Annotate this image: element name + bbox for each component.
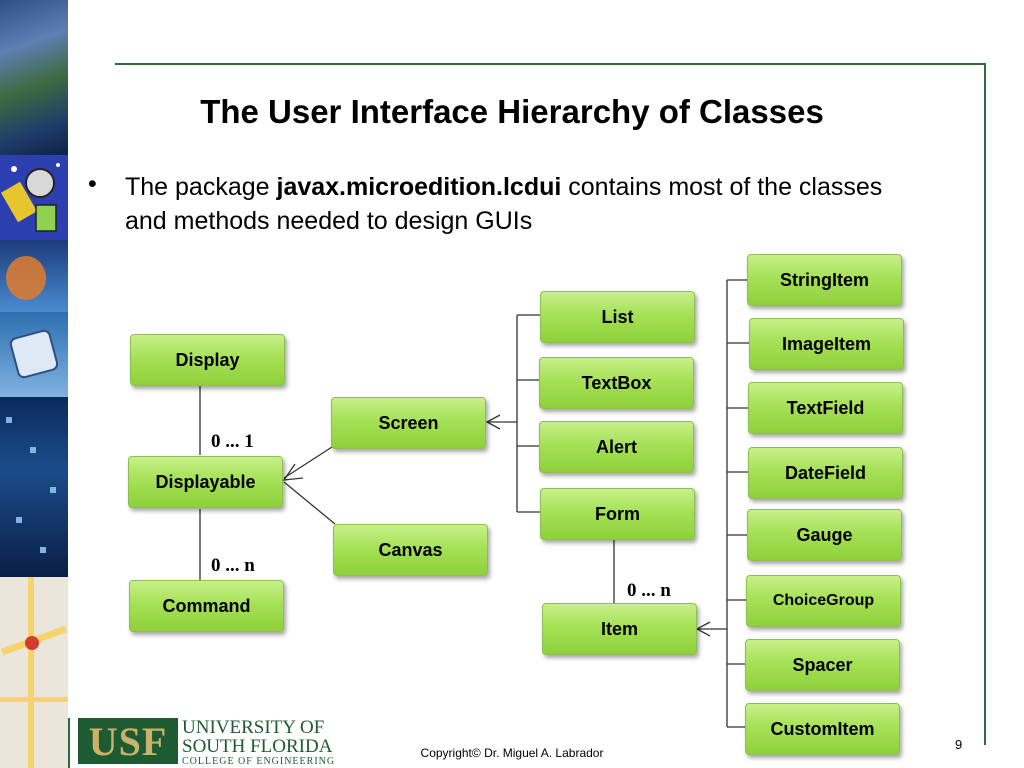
node-choicegroup: ChoiceGroup xyxy=(746,575,901,627)
node-item: Item xyxy=(542,603,697,655)
earth-image xyxy=(0,0,68,155)
canvas-generalization xyxy=(283,481,336,525)
node-display: Display xyxy=(130,334,285,386)
street-map-image xyxy=(0,577,68,768)
satellite-clipart-image xyxy=(0,155,68,240)
node-canvas: Canvas xyxy=(333,524,488,576)
node-customitem: CustomItem xyxy=(745,703,900,755)
usf-logo: USF xyxy=(78,718,178,764)
multiplicity-display-displayable: 0 ... 1 xyxy=(211,431,254,452)
screen-arrowhead xyxy=(485,414,501,430)
bullet-marker: • xyxy=(88,170,97,198)
phone-keypad-image xyxy=(0,312,68,397)
node-datefield: DateField xyxy=(748,447,903,499)
university-line-2: SOUTH FLORIDA xyxy=(182,736,333,757)
university-line-1: UNIVERSITY OF xyxy=(182,717,325,738)
circuit-board-image xyxy=(0,397,68,577)
displayable-arrowhead xyxy=(282,463,304,481)
node-textbox: TextBox xyxy=(539,357,694,409)
decorative-image-strip xyxy=(0,0,68,768)
frame-line-left xyxy=(68,718,70,768)
item-arrowhead xyxy=(695,621,711,637)
bullet-text: The package javax.microedition.lcdui con… xyxy=(125,170,925,238)
slide-title: The User Interface Hierarchy of Classes xyxy=(200,93,824,130)
node-spacer: Spacer xyxy=(745,639,900,691)
usf-logo-mark: USF xyxy=(88,718,168,764)
multiplicity-form-item: 0 ... n xyxy=(627,580,671,601)
node-screen: Screen xyxy=(331,397,486,449)
node-stringitem: StringItem xyxy=(747,254,902,306)
node-gauge: Gauge xyxy=(747,509,902,561)
bullet-text-post: contains most of the classes and methods… xyxy=(125,173,883,235)
node-alert: Alert xyxy=(539,421,694,473)
node-form: Form xyxy=(540,488,695,540)
bullet-text-pre: The package xyxy=(125,173,277,201)
university-wordmark: UNIVERSITY OF SOUTH FLORIDA COLLEGE OF E… xyxy=(182,718,335,767)
node-command: Command xyxy=(129,580,284,632)
multiplicity-displayable-command: 0 ... n xyxy=(211,555,255,576)
brain-scan-image xyxy=(0,240,68,312)
node-list: List xyxy=(540,291,695,343)
node-displayable: Displayable xyxy=(128,456,283,508)
copyright-notice: Copyright© Dr. Miguel A. Labrador xyxy=(420,746,604,760)
frame-line-top xyxy=(115,63,986,65)
frame-line-right xyxy=(984,63,986,745)
university-line-3: COLLEGE OF ENGINEERING xyxy=(182,756,336,767)
screen-generalization xyxy=(283,446,333,479)
node-textfield: TextField xyxy=(748,382,903,434)
package-name: javax.microedition.lcdui xyxy=(276,173,562,201)
node-imageitem: ImageItem xyxy=(749,318,904,370)
page-number: 9 xyxy=(955,737,963,752)
